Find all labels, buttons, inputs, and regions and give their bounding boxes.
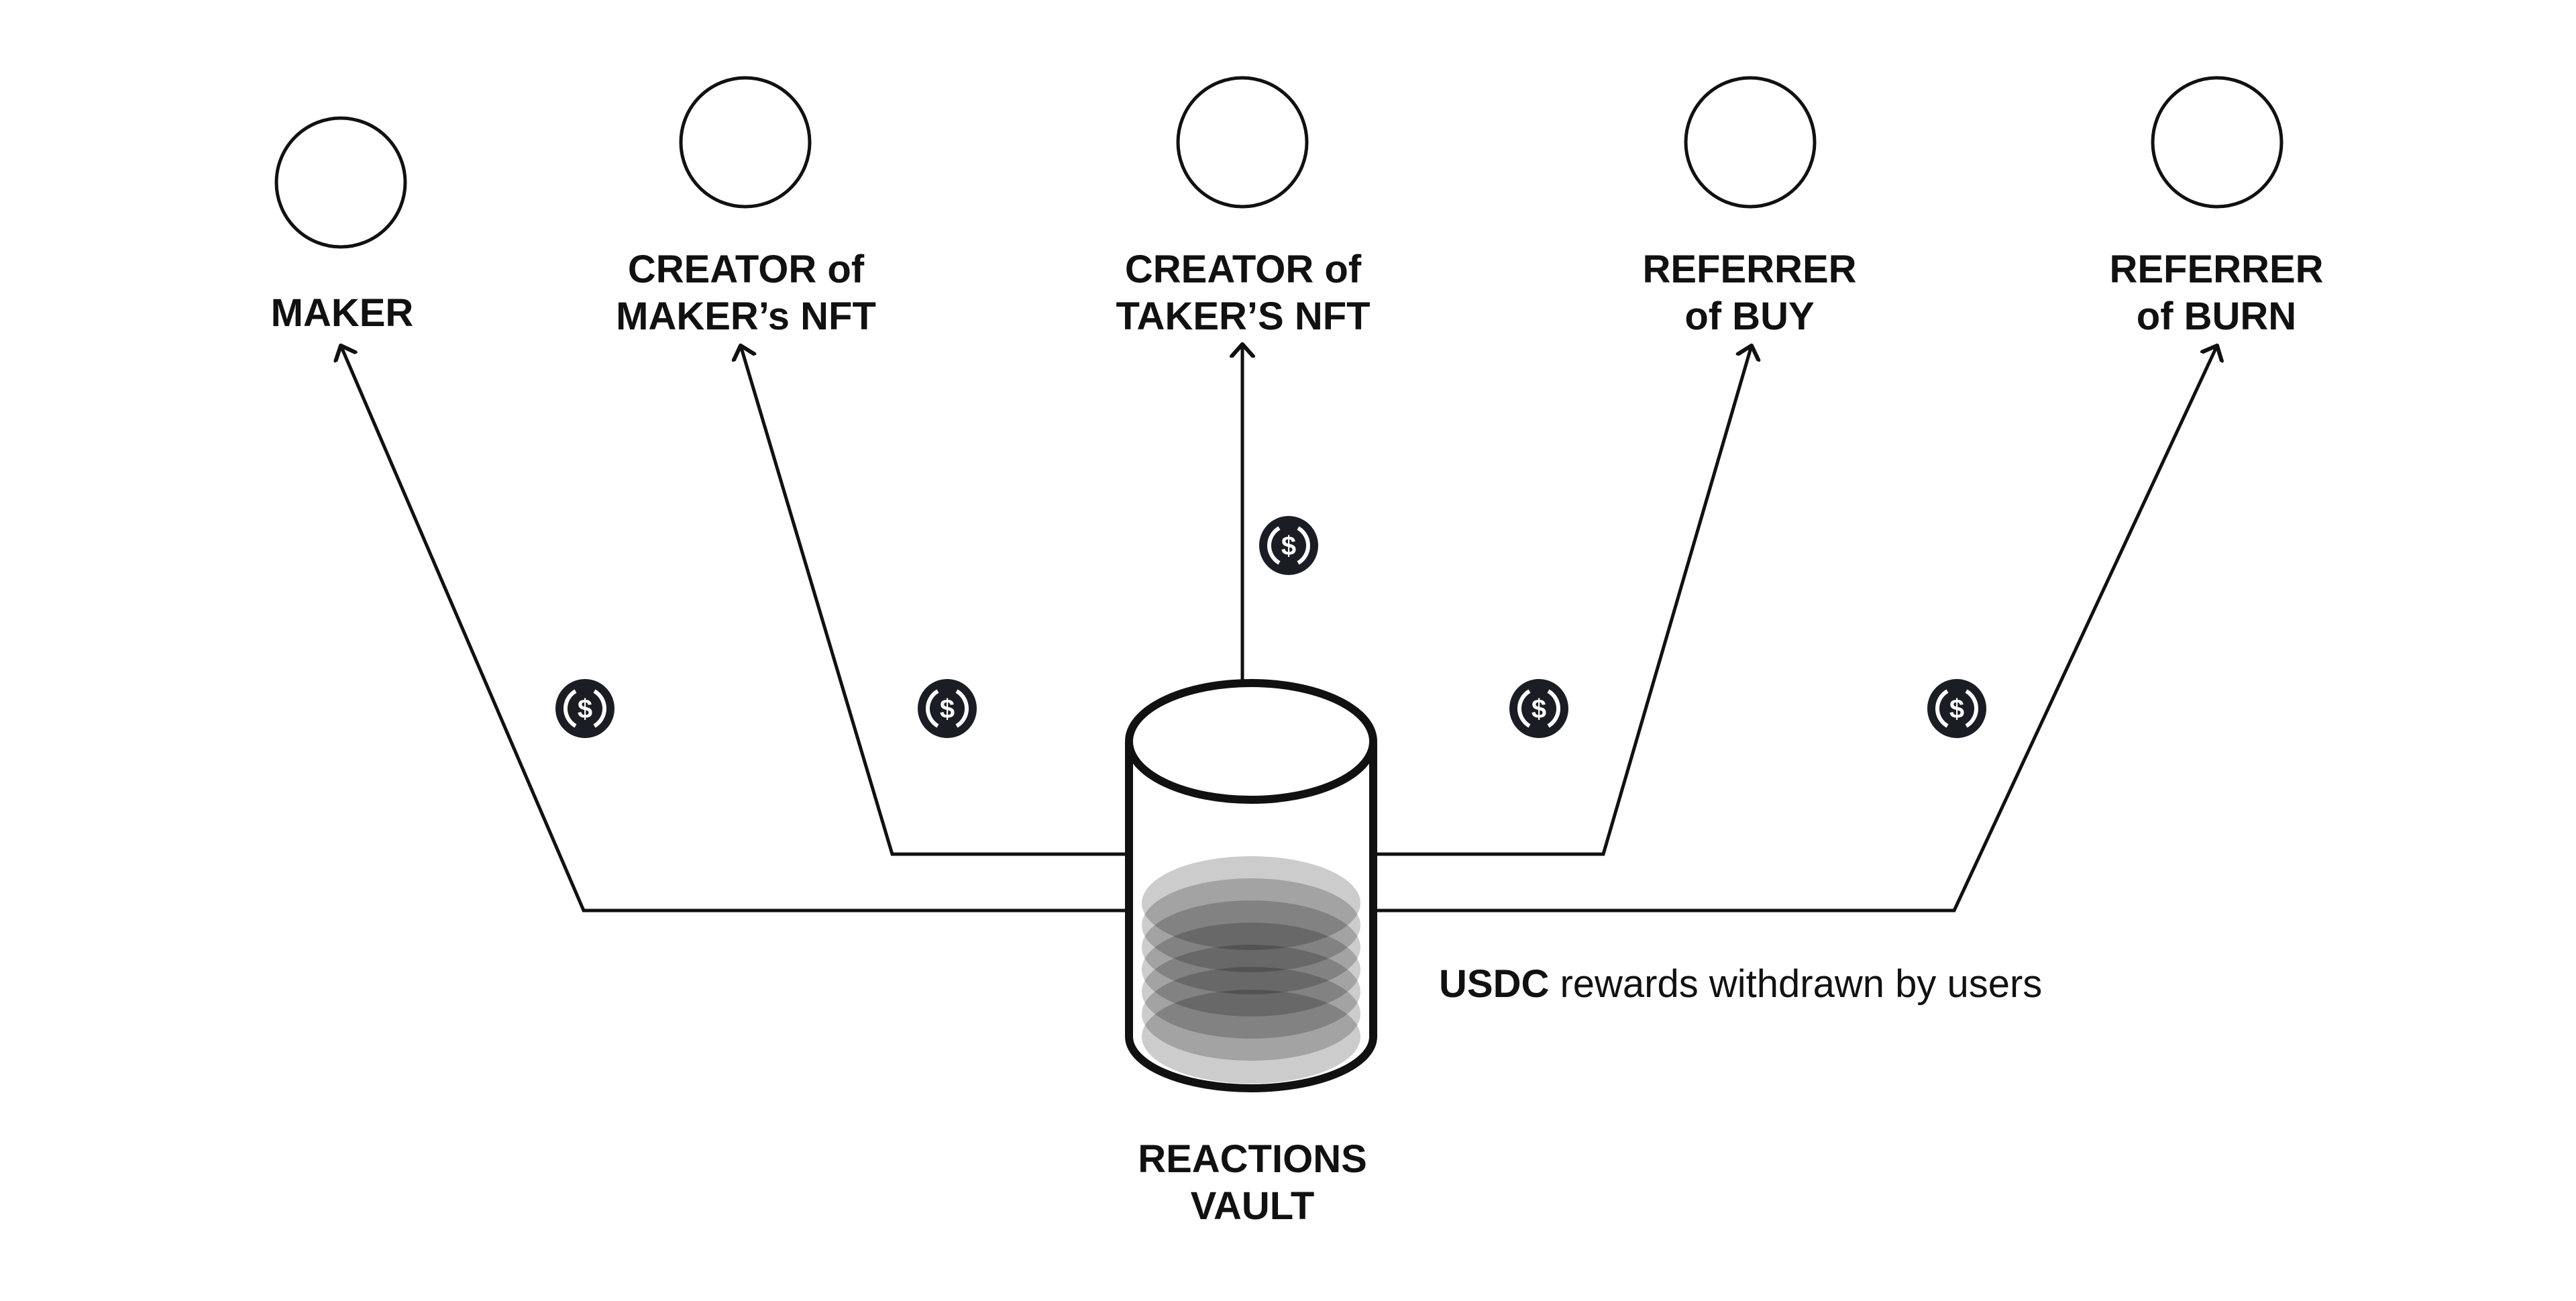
recipient-label-creator-maker-nft-line-1: CREATOR of bbox=[627, 248, 865, 291]
recipient-label-creator-taker-nft-line-2: TAKER’S NFT bbox=[1116, 295, 1371, 338]
creator-taker-nft-node-icon bbox=[1176, 76, 1309, 209]
referrer-burn-node-icon bbox=[2151, 76, 2284, 209]
recipient-label-creator-maker-nft-line-2: MAKER’s NFT bbox=[616, 295, 876, 338]
recipient-label-referrer-burn-line-2: of BURN bbox=[2136, 295, 2297, 338]
usdc-icon bbox=[555, 679, 614, 738]
usdc-icon bbox=[1509, 679, 1568, 738]
database-cylinder-icon bbox=[1125, 679, 1377, 1092]
usdc-icon bbox=[918, 679, 977, 738]
recipient-label-referrer-burn: REFERRER of BURN bbox=[2109, 246, 2323, 340]
maker-node-icon bbox=[274, 116, 407, 249]
recipient-label-maker: MAKER bbox=[271, 290, 414, 337]
recipient-label-creator-maker-nft: CREATOR of MAKER’s NFT bbox=[616, 246, 876, 340]
recipient-label-creator-taker-nft-line-1: CREATOR of bbox=[1124, 248, 1362, 291]
flow-line-creator-maker-nft bbox=[741, 346, 1132, 856]
usdc-icon bbox=[1927, 679, 1986, 738]
recipient-label-referrer-buy-line-1: REFERRER bbox=[1642, 248, 1857, 291]
recipient-label-maker-line-1: MAKER bbox=[270, 291, 414, 335]
recipient-label-creator-taker-nft: CREATOR of TAKER’S NFT bbox=[1116, 246, 1370, 340]
recipient-label-referrer-burn-line-1: REFERRER bbox=[2109, 248, 2324, 291]
vault-label-line-1: REACTIONS bbox=[1138, 1137, 1367, 1181]
vault-label-line-2: VAULT bbox=[1190, 1184, 1315, 1228]
creator-maker-nft-node-icon bbox=[679, 76, 812, 209]
usdc-icon bbox=[1259, 516, 1318, 575]
recipient-label-referrer-buy: REFERRER of BUY bbox=[1642, 246, 1856, 340]
flow-line-referrer-buy bbox=[1374, 346, 1752, 856]
flow-line-maker bbox=[341, 346, 1132, 913]
referrer-buy-node-icon bbox=[1684, 76, 1817, 209]
recipient-label-referrer-buy-line-2: of BUY bbox=[1684, 295, 1815, 338]
caption-token: USDC bbox=[1439, 962, 1550, 1006]
caption-text: rewards withdrawn by users bbox=[1549, 962, 2043, 1006]
vault-coins bbox=[1142, 856, 1360, 1084]
flow-line-referrer-burn bbox=[1374, 346, 2217, 913]
vault-label: REACTIONS VAULT bbox=[1138, 1136, 1367, 1230]
rewards-caption: USDC rewards withdrawn by users bbox=[1439, 961, 2042, 1008]
